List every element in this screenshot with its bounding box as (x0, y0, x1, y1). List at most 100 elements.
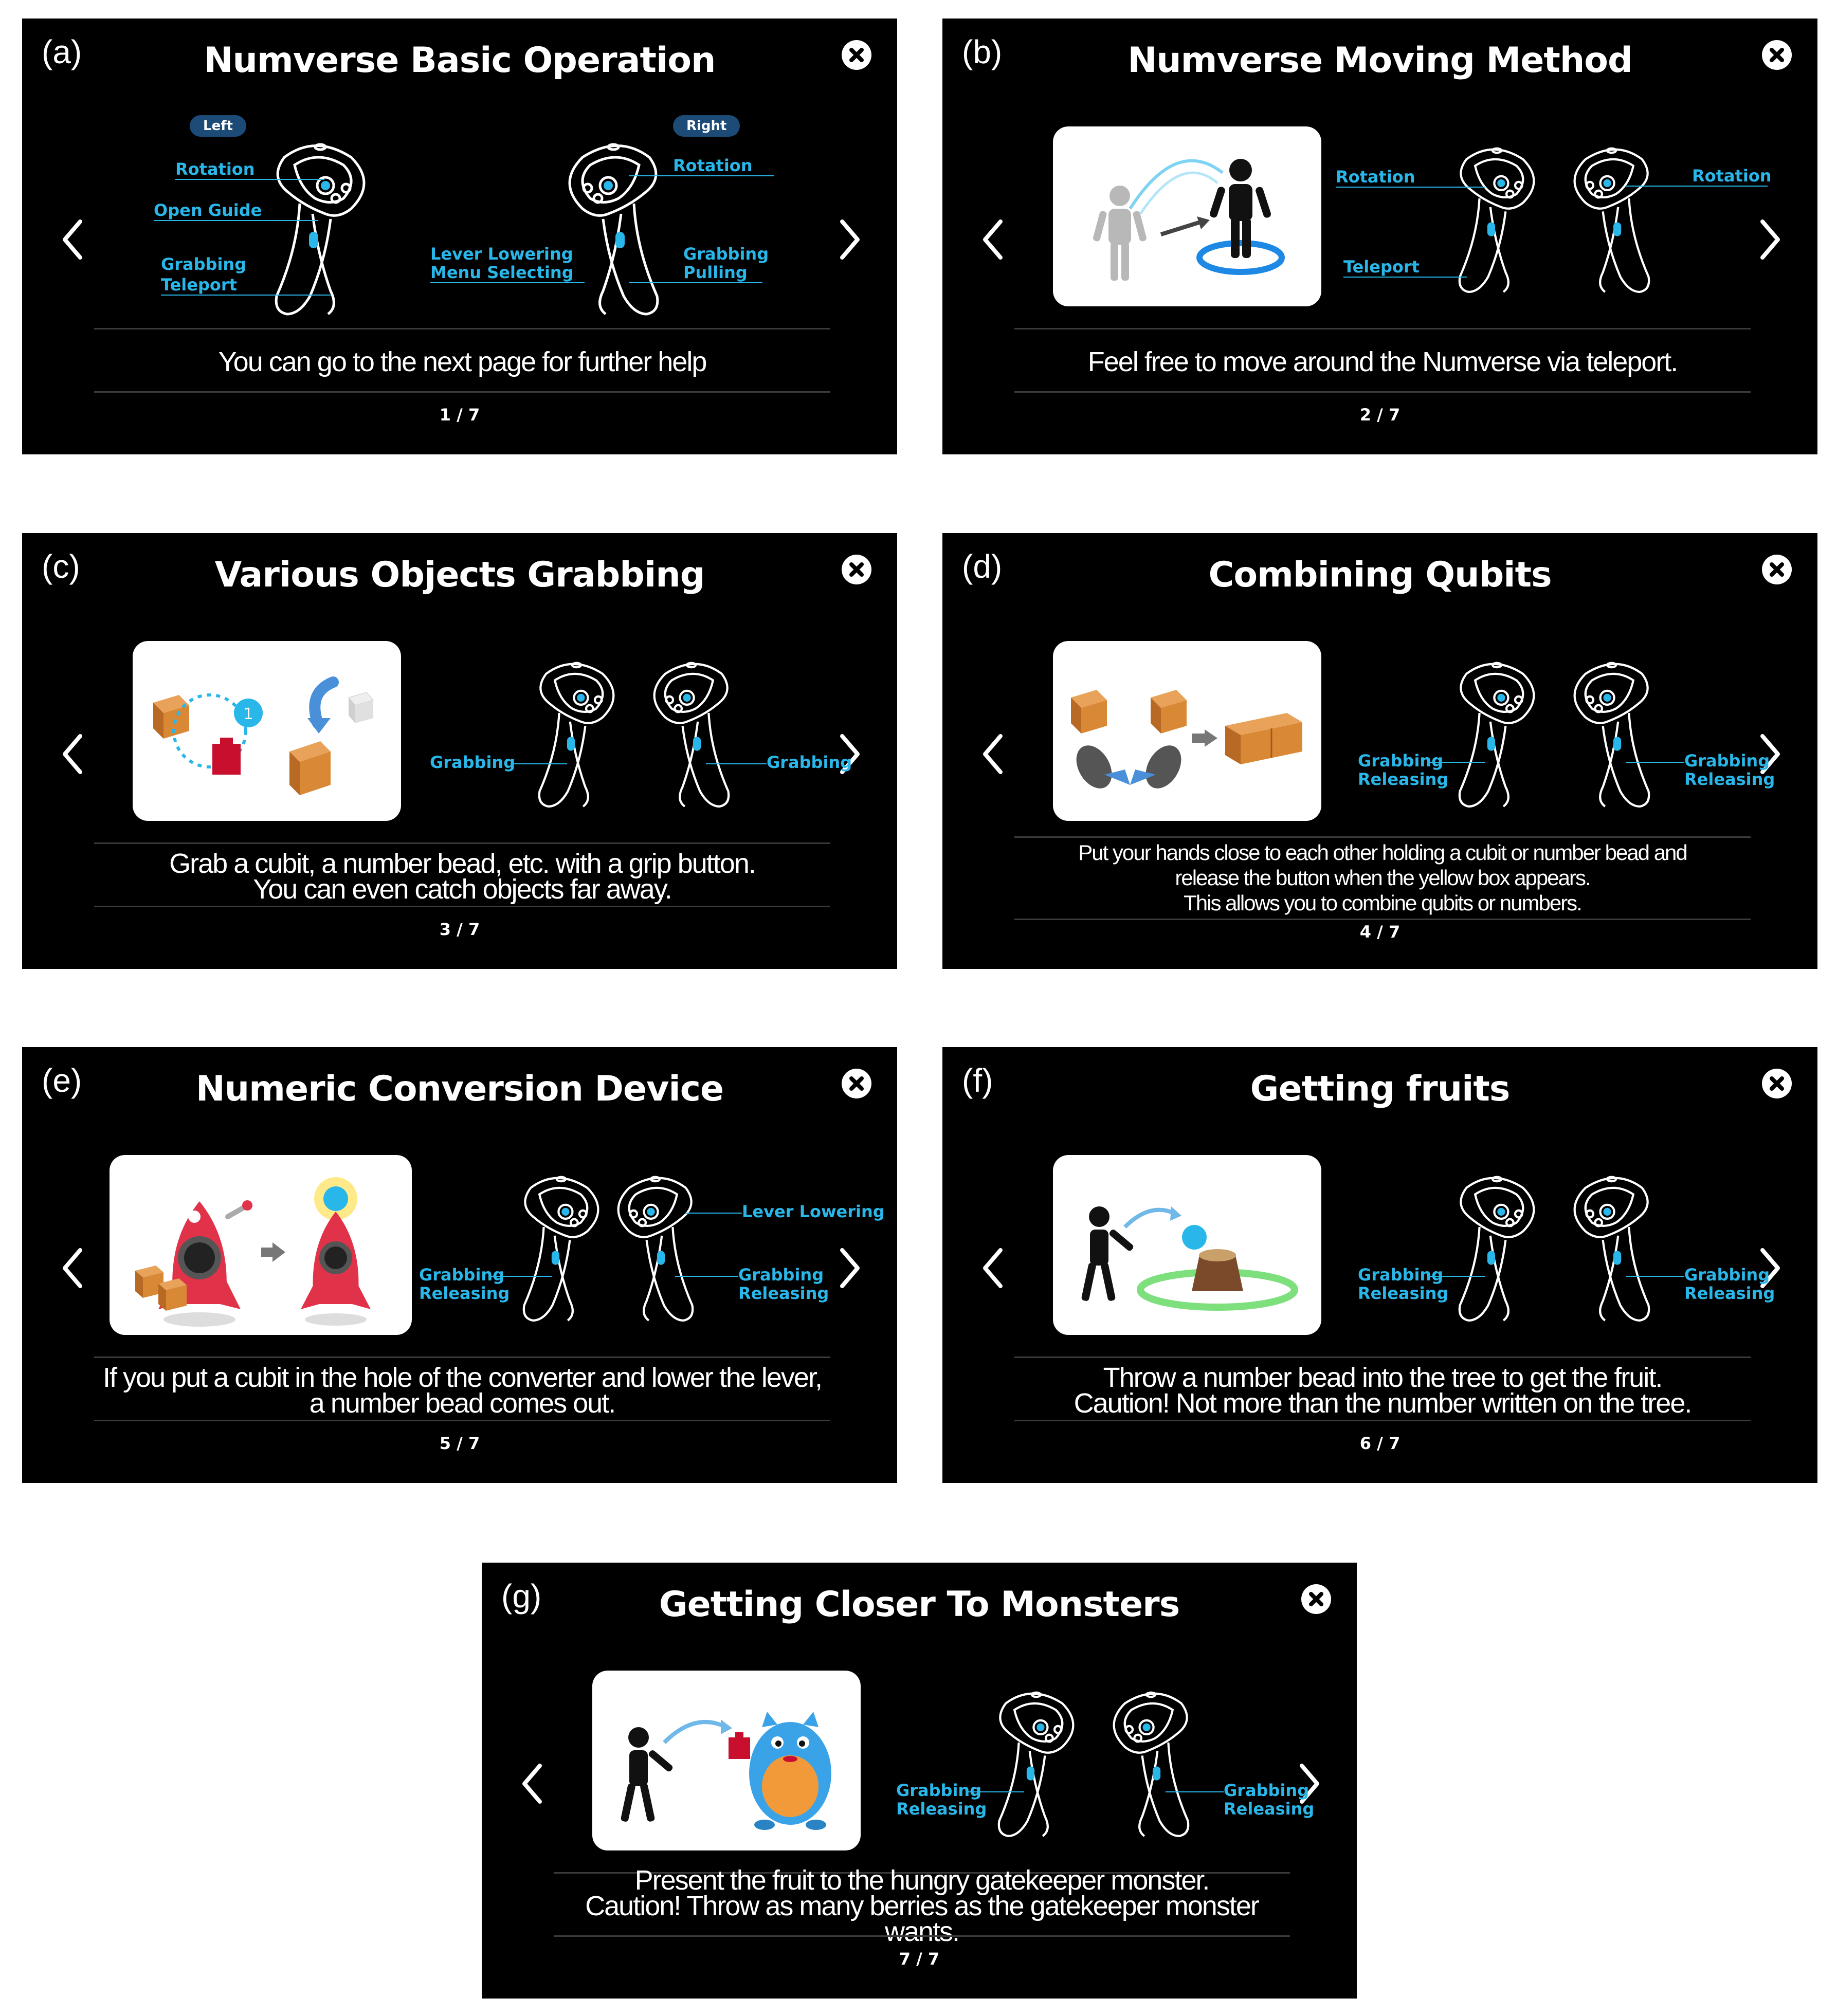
panel-letter: (f) (962, 1062, 993, 1099)
control-label: Releasing (419, 1284, 510, 1303)
control-label: Grabbing (738, 1265, 824, 1285)
panel-letter: (g) (501, 1578, 542, 1615)
page-indicator: 5 / 7 (439, 1434, 480, 1453)
chevron-right-icon[interactable] (1755, 731, 1786, 777)
panel-letter: (b) (962, 33, 1003, 70)
close-button[interactable] (842, 555, 871, 584)
vr-controller-icon (538, 662, 615, 808)
vr-controller-icon (1458, 662, 1535, 808)
combine-illustration (1053, 641, 1321, 821)
control-label: Grabbing (430, 753, 516, 772)
page-indicator: 4 / 7 (1359, 922, 1401, 942)
close-icon (1770, 1076, 1784, 1091)
vr-controller-icon (1113, 1691, 1190, 1838)
chevron-left-icon[interactable] (977, 1245, 1008, 1291)
chevron-left-icon[interactable] (57, 731, 88, 777)
close-button[interactable] (1762, 1069, 1792, 1098)
chevron-left-icon[interactable] (57, 216, 88, 263)
page-indicator: 1 / 7 (439, 405, 480, 425)
panel-description: Present the fruit to the hungry gatekeep… (585, 1865, 1260, 1947)
vr-controller-icon (1573, 147, 1650, 294)
control-label: Grabbing (896, 1781, 982, 1800)
control-label: Rotation (673, 156, 753, 175)
control-label: Grabbing (1684, 1265, 1770, 1285)
control-label: Releasing (1684, 1284, 1775, 1303)
close-icon (849, 48, 864, 62)
chevron-right-icon[interactable] (1755, 1245, 1786, 1291)
chevron-right-icon[interactable] (834, 216, 865, 263)
control-label: Grabbing (1224, 1781, 1309, 1800)
panel-title: Numverse Moving Method (1127, 40, 1632, 81)
monster-illustration (592, 1671, 861, 1850)
vr-controller-icon (1458, 147, 1535, 294)
help-panel-g: (g) Getting Closer To Monsters (482, 1563, 1357, 1999)
chevron-right-icon[interactable] (834, 731, 865, 777)
panel-description: Put your hands close to each other holdi… (1078, 840, 1688, 915)
control-label: Releasing (1358, 769, 1449, 789)
control-label: Rotation (1692, 166, 1772, 186)
control-label: Menu Selecting (430, 263, 574, 282)
close-button[interactable] (1301, 1584, 1331, 1614)
close-icon (1770, 48, 1784, 62)
control-label: Grabbing (1358, 751, 1444, 771)
close-icon (849, 562, 864, 577)
control-label: Releasing (738, 1284, 829, 1303)
panel-description: You can go to the next page for further … (218, 346, 707, 377)
vr-controller-icon (1458, 1176, 1535, 1322)
control-label: Lever Lowering (742, 1202, 885, 1221)
panel-description: Grab a cubit, a number bead, etc. with a… (169, 848, 756, 905)
control-label: Releasing (1358, 1284, 1449, 1303)
control-label: Grabbing (1358, 1265, 1444, 1285)
close-button[interactable] (1762, 555, 1792, 584)
panel-title: Getting fruits (1250, 1069, 1511, 1109)
panel-letter: (d) (962, 548, 1003, 585)
control-label: Rotation (175, 159, 255, 179)
panel-letter: (a) (42, 33, 82, 70)
teleport-illustration (1053, 126, 1321, 306)
control-label: Grabbing (767, 753, 852, 772)
panel-description: Throw a number bead into the tree to get… (1074, 1362, 1693, 1419)
control-label: Teleport (161, 275, 237, 295)
control-label: Grabbing (683, 244, 769, 264)
converter-illustration (110, 1155, 412, 1335)
panel-letter: (c) (42, 548, 80, 585)
close-button[interactable] (842, 1069, 871, 1098)
control-label: Grabbing (1684, 751, 1770, 771)
page-indicator: 3 / 7 (439, 920, 480, 939)
panel-title: Various Objects Grabbing (214, 555, 705, 595)
chevron-right-icon[interactable] (1294, 1761, 1325, 1807)
vr-controller-icon (997, 1691, 1075, 1838)
vr-controller-icon (617, 1176, 694, 1322)
vr-controller-icon (275, 143, 366, 316)
panel-letter: (e) (42, 1062, 82, 1099)
close-icon (1309, 1592, 1323, 1606)
close-icon (1770, 562, 1784, 577)
control-label: Releasing (1224, 1799, 1315, 1819)
help-panel-e: (e) Numeric Conversion Device (22, 1047, 897, 1483)
grabbing-illustration: 1 (133, 641, 401, 821)
panel-title: Combining Qubits (1208, 555, 1552, 595)
chevron-left-icon[interactable] (57, 1245, 88, 1291)
help-panel-a: (a) Numverse Basic Operation Left Right … (22, 19, 897, 454)
chevron-right-icon[interactable] (1755, 216, 1786, 263)
panel-description: If you put a cubit in the hole of the co… (103, 1362, 823, 1419)
control-label: Releasing (896, 1799, 987, 1819)
chevron-right-icon[interactable] (834, 1245, 865, 1291)
close-icon (849, 1076, 864, 1091)
close-button[interactable] (842, 40, 871, 70)
control-label: Grabbing (419, 1265, 505, 1285)
chevron-left-icon[interactable] (977, 216, 1008, 263)
control-label: Pulling (683, 263, 748, 282)
page-indicator: 7 / 7 (899, 1949, 940, 1969)
close-button[interactable] (1762, 40, 1792, 70)
page-indicator: 2 / 7 (1359, 405, 1401, 425)
page-indicator: 6 / 7 (1359, 1434, 1401, 1453)
left-hand-badge: Left (190, 115, 246, 137)
help-panel-f: (f) Getting fruits (942, 1047, 1817, 1483)
vr-controller-icon (653, 662, 730, 808)
chevron-left-icon[interactable] (977, 731, 1008, 777)
vr-controller-icon (1573, 1176, 1650, 1322)
chevron-left-icon[interactable] (517, 1761, 548, 1807)
vr-controller-icon (522, 1176, 599, 1322)
fruit-tree-illustration (1053, 1155, 1321, 1335)
